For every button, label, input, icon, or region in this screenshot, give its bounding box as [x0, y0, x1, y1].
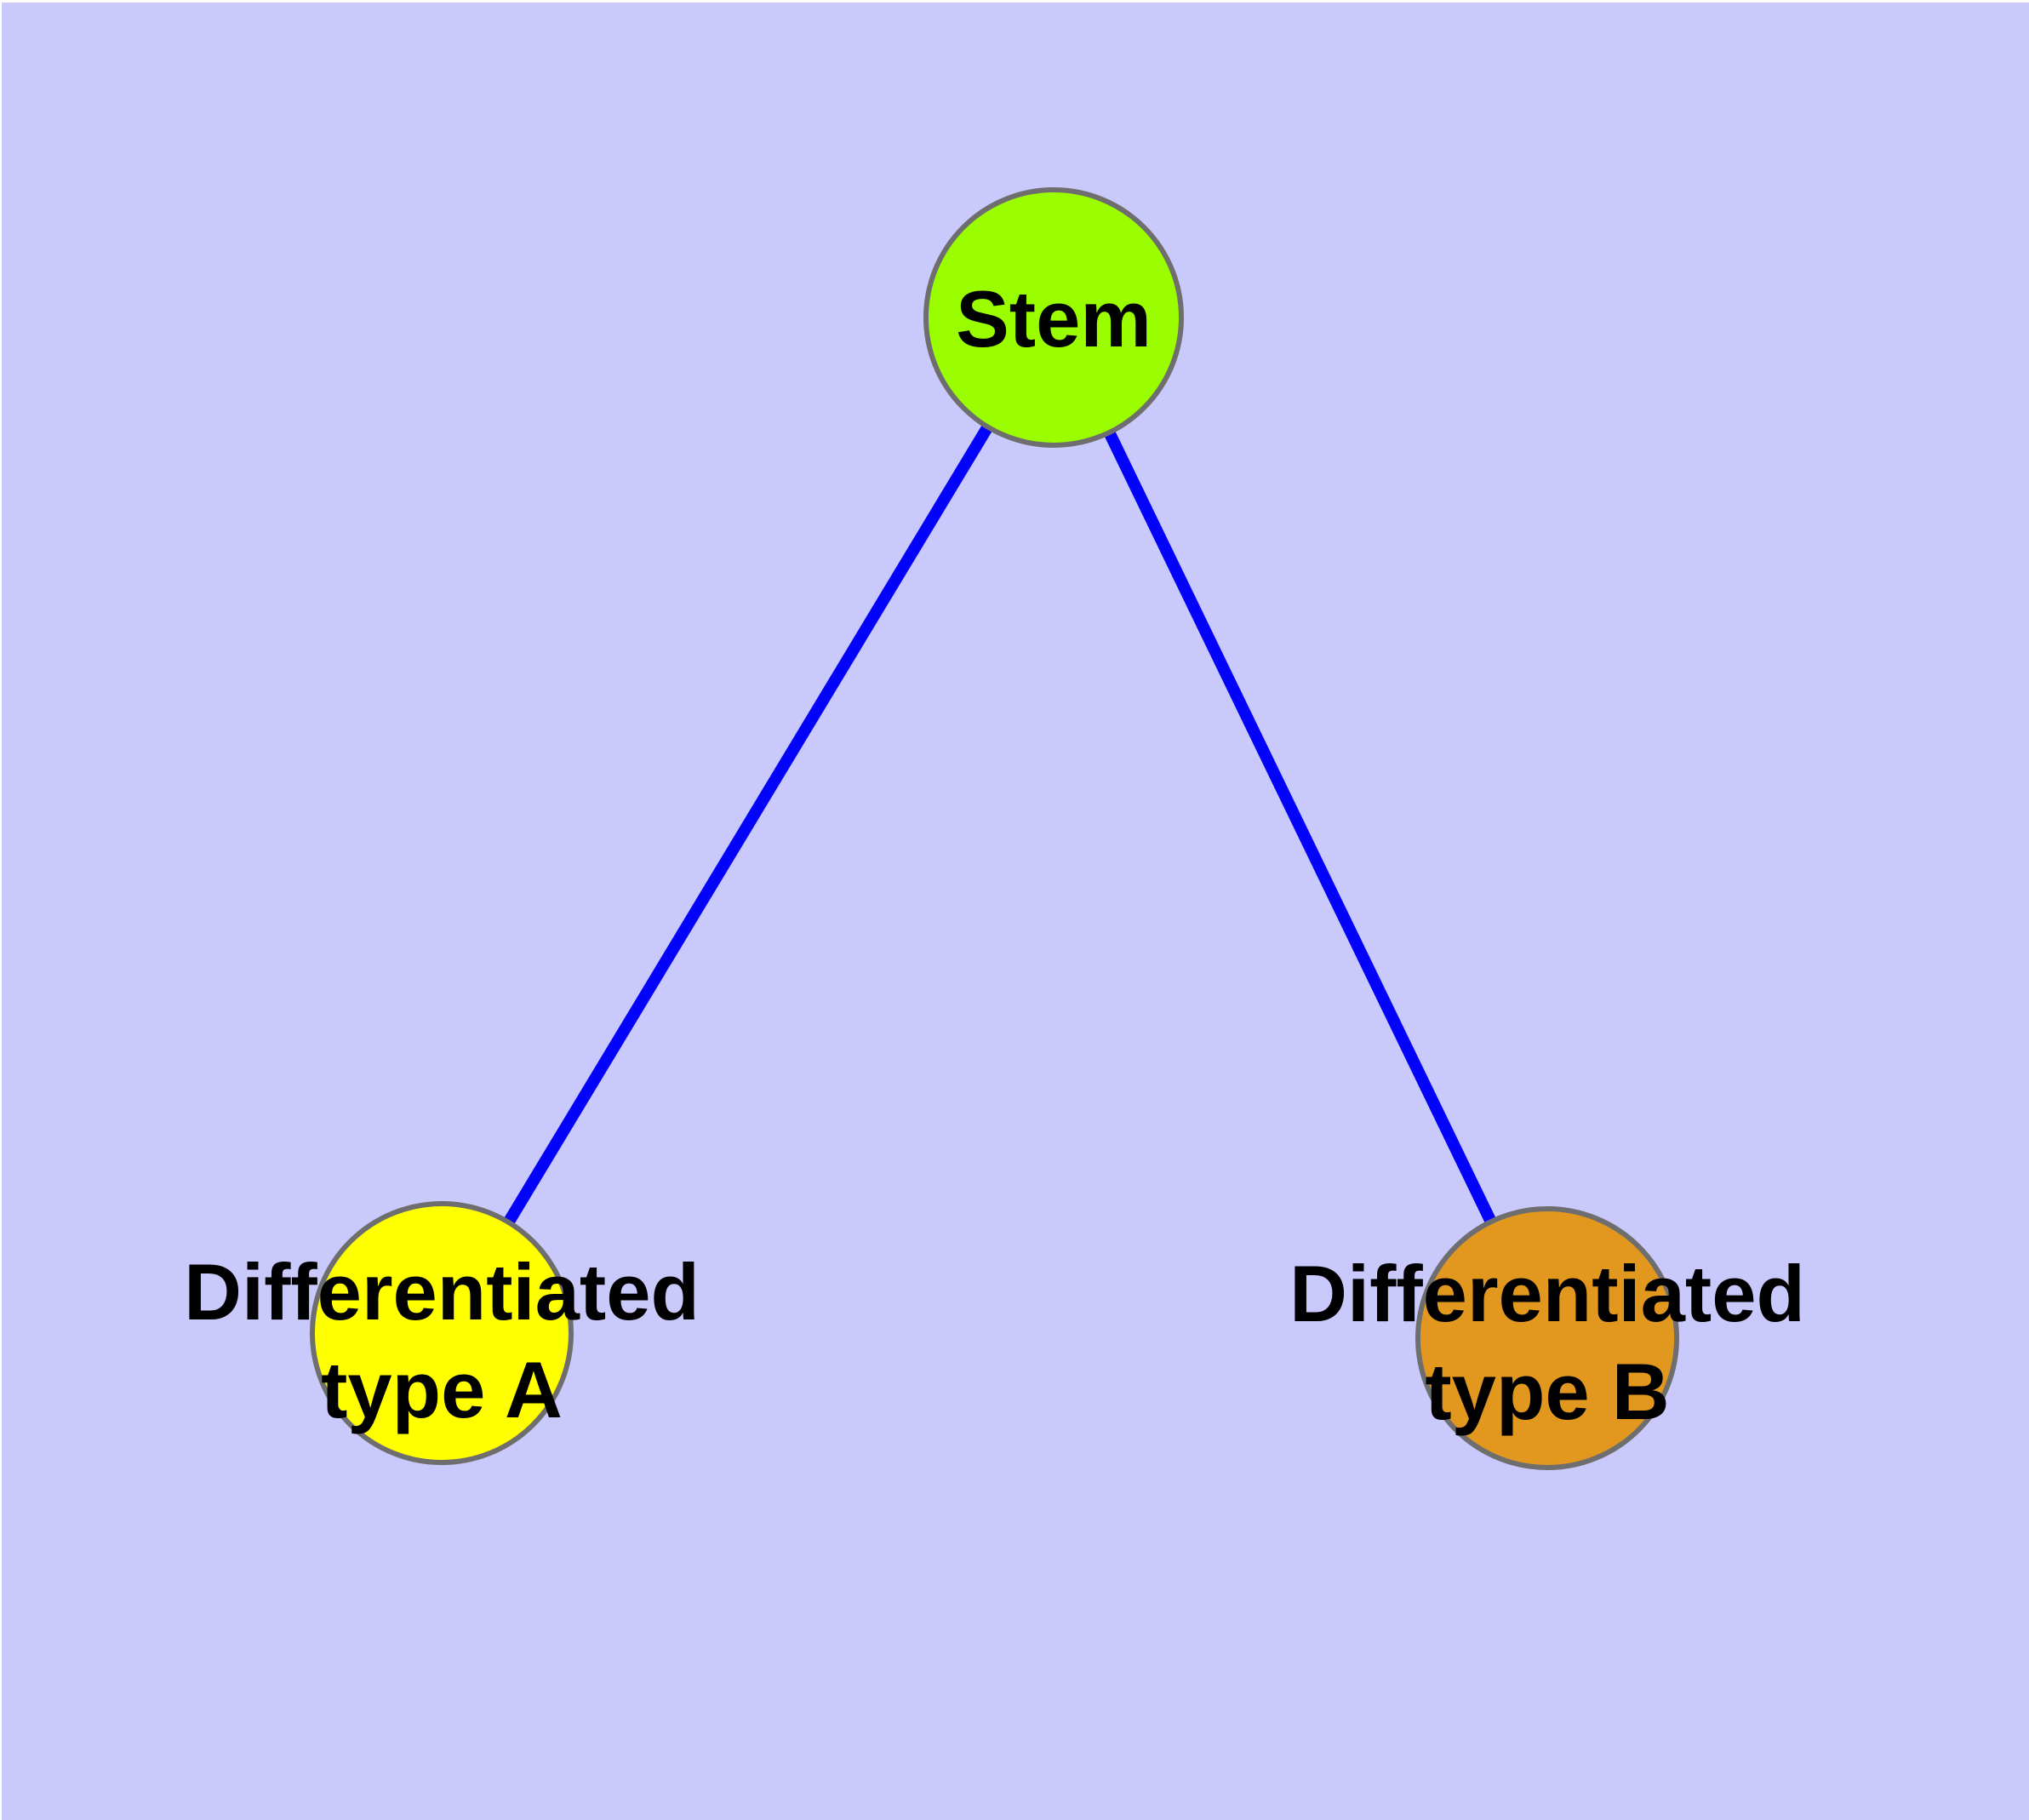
node-stem-circle: [923, 187, 1184, 448]
edge-stem-to-type-a: [437, 314, 1059, 1336]
edge-stem-to-type-b: [1048, 314, 1553, 1342]
node-type-a-circle: [310, 1201, 574, 1465]
node-type-b-label-line2: type B: [1425, 1347, 1669, 1436]
node-type-a-label-line1: Differentiated: [184, 1247, 700, 1336]
node-type-a-label-line2: type A: [321, 1345, 563, 1434]
node-stem-label: Stem: [956, 274, 1152, 363]
node-type-b-circle: [1415, 1206, 1679, 1470]
node-type-b-label-line1: Differentiated: [1289, 1249, 1805, 1338]
